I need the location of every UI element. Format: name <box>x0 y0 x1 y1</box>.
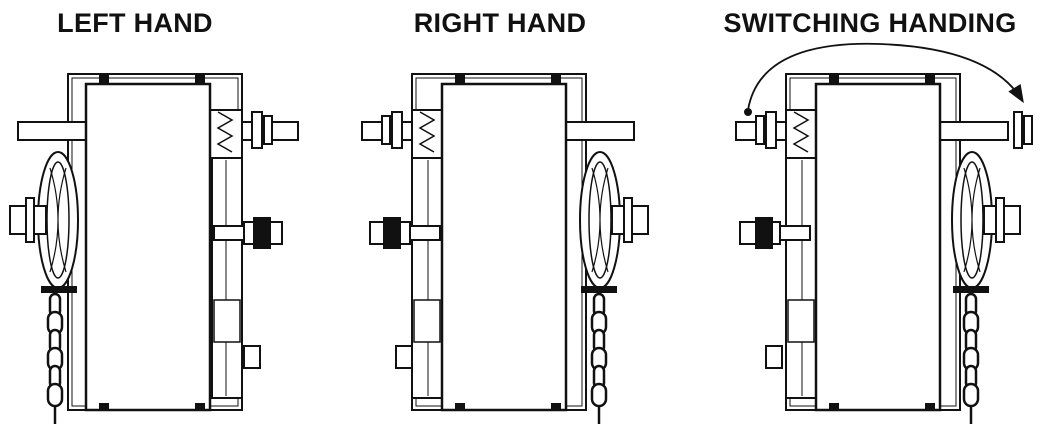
chain-icon <box>590 292 608 424</box>
chain-icon <box>46 292 64 424</box>
title-right-hand: RIGHT HAND <box>413 8 587 38</box>
operator-right-hand <box>361 73 649 424</box>
operator-switching-handing <box>735 42 1033 424</box>
title-switching-handing: SWITCHING HANDING <box>723 8 1017 38</box>
pulley-wheel-icon <box>579 151 649 293</box>
curved-arrow-icon <box>747 42 1024 111</box>
pulley-wheel-icon <box>9 151 79 293</box>
chain-icon <box>962 292 980 424</box>
operator-left-hand <box>9 73 299 424</box>
pulley-wheel-icon <box>951 151 1021 293</box>
title-left-hand: LEFT HAND <box>57 8 213 38</box>
